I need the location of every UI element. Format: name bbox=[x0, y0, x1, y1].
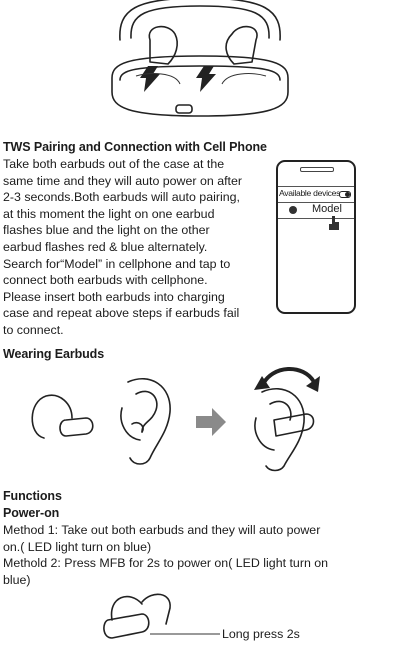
power-on-line: Method 1: Take out both earbuds and they… bbox=[3, 523, 321, 537]
pairing-line: Please insert both earbuds into charging bbox=[3, 289, 225, 304]
device-name: Model bbox=[312, 203, 342, 215]
rotate-arrow-icon bbox=[254, 376, 270, 390]
available-devices-label: Available devices bbox=[279, 188, 341, 198]
functions-title: Functions bbox=[3, 489, 62, 503]
power-on-line: Methold 2: Press MFB for 2s to power on(… bbox=[3, 556, 329, 571]
ear-with-earbud-icon bbox=[254, 387, 315, 472]
right-arrow-icon bbox=[196, 408, 226, 436]
ear-icon bbox=[120, 377, 171, 465]
pairing-line: same time and they will auto power on af… bbox=[3, 173, 242, 188]
available-devices-row: Available devices bbox=[278, 186, 354, 203]
wearing-title: Wearing Earbuds bbox=[3, 347, 105, 361]
down-arrow-icon bbox=[196, 66, 216, 92]
pairing-line: Take both earbuds out of the case at the bbox=[3, 157, 225, 171]
down-arrow-icon bbox=[140, 66, 160, 92]
case-button-icon bbox=[175, 104, 193, 114]
long-press-label: Long press 2s bbox=[222, 627, 300, 641]
earbud-press-illustration bbox=[103, 593, 220, 639]
pairing-line: Search for“Model” in cellphone and tap t… bbox=[3, 256, 231, 271]
earbud-hook-icon bbox=[31, 394, 94, 439]
charging-case-illustration bbox=[111, 0, 289, 117]
bluetooth-toggle-icon bbox=[339, 191, 351, 198]
wearing-illustration bbox=[31, 367, 320, 472]
rotate-arrow-icon bbox=[260, 367, 316, 387]
phone-illustration: Available devices Model bbox=[276, 160, 356, 314]
pairing-title: TWS Pairing and Connection with Cell Pho… bbox=[3, 140, 267, 154]
power-on-subtitle: Power-on bbox=[3, 506, 60, 520]
pairing-line: at this moment the light on one earbud bbox=[3, 206, 215, 221]
pairing-line: earbud flashes red & blue alternately. bbox=[3, 239, 208, 254]
power-on-instructions: Method 1: Take out both earbuds and they… bbox=[3, 522, 363, 588]
pairing-line: case and repeat above steps if earbuds f… bbox=[3, 306, 240, 321]
power-on-line: on.( LED light turn on blue) bbox=[3, 539, 152, 554]
power-on-line: blue) bbox=[3, 572, 31, 587]
pairing-line: flashes blue and the light on the other bbox=[3, 223, 210, 238]
hand-tap-icon bbox=[329, 216, 339, 230]
pairing-line: 2-3 seconds.Both earbuds will auto pairi… bbox=[3, 190, 240, 205]
pairing-line: connect both earbuds with cellphone. bbox=[3, 273, 208, 288]
headphone-icon bbox=[289, 206, 297, 214]
phone-speaker bbox=[300, 167, 334, 172]
device-row-model[interactable]: Model bbox=[278, 202, 354, 219]
pairing-instructions: Take both earbuds out of the case at the… bbox=[3, 156, 271, 339]
rotate-arrow-icon bbox=[306, 376, 320, 392]
pairing-line: to connect. bbox=[3, 322, 64, 337]
